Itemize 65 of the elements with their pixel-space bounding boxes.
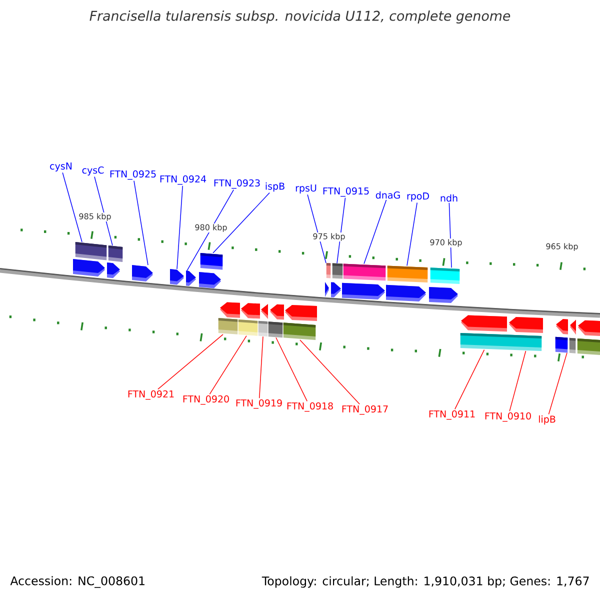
- gene-feature: [268, 304, 284, 338]
- leader-line: [158, 334, 224, 390]
- leader-line: [276, 337, 308, 402]
- footer-text: Topology: circular; Length: 1,910,031 bp; Genes: 1,767: [262, 576, 589, 588]
- gene-label: FTN_0919: [236, 399, 282, 409]
- gene-label: lipB: [538, 415, 556, 425]
- gene-label: ndh: [440, 194, 458, 202]
- leader-line: [186, 189, 234, 272]
- gene-feature: [170, 268, 184, 285]
- gene-feature: [508, 317, 543, 351]
- leader-line: [307, 194, 326, 264]
- leader-line: [134, 180, 148, 266]
- tick-label: 970 kbp: [429, 238, 463, 248]
- title: Francisella tularensis subsp. novicida U112, complete genome: [90, 10, 510, 24]
- gene-feature: [331, 263, 343, 298]
- gene-label: FTN_0925: [110, 170, 156, 180]
- gene-label: FTN_0917: [342, 405, 388, 415]
- leader-line: [454, 349, 485, 410]
- gene-feature: [73, 242, 107, 277]
- gene-label: rpoD: [407, 192, 429, 202]
- gene-label: rpsU: [296, 184, 316, 194]
- gene-label: ispB: [266, 182, 284, 192]
- gene-label: dnaG: [376, 191, 400, 199]
- tick-label: 985 kbp: [78, 212, 112, 222]
- gene-feature: [460, 315, 508, 350]
- gene-feature: [577, 320, 600, 355]
- gene-feature: [569, 320, 576, 354]
- gene-label: cysC: [82, 166, 104, 176]
- leader-line: [209, 335, 247, 395]
- gene-feature: [258, 304, 268, 337]
- gene-label: cysN: [50, 162, 72, 172]
- gene-feature: [218, 302, 240, 334]
- tick-label: 965 kbp: [545, 242, 579, 252]
- leader-line: [62, 172, 82, 242]
- leader-line: [94, 176, 113, 246]
- leader-line: [548, 352, 568, 415]
- gene-feature: [386, 266, 428, 302]
- gene-feature: [132, 265, 153, 282]
- leader-line: [176, 185, 183, 270]
- leader-line: [406, 202, 418, 266]
- leader-line: [509, 350, 526, 412]
- leader-line: [258, 336, 264, 399]
- leader-line: [300, 340, 360, 405]
- tick-label: 980 kbp: [194, 224, 228, 232]
- gene-feature: [283, 304, 317, 340]
- tick-label: 975 kbp: [312, 232, 346, 242]
- gene-feature: [325, 263, 331, 297]
- gene-feature: [555, 319, 568, 353]
- gene-feature: [199, 253, 223, 288]
- gene-label: FTN_0915: [323, 187, 369, 197]
- gene-feature: [107, 245, 123, 278]
- gene-label: FTN_0910: [485, 412, 531, 422]
- gene-label: FTN_0921: [128, 390, 174, 400]
- gene-label: FTN_0920: [183, 395, 229, 405]
- gene-label: FTN_0923: [214, 179, 260, 189]
- gene-label: FTN_0924: [160, 175, 206, 185]
- leader-line: [212, 192, 270, 254]
- gene-label: FTN_0911: [429, 410, 475, 420]
- footer-text: Accession: NC_008601: [10, 576, 144, 588]
- gene-feature: [429, 268, 460, 303]
- gene-feature: [186, 270, 196, 286]
- gene-feature: [238, 303, 260, 336]
- gene-label: FTN_0918: [287, 402, 333, 412]
- leader-line: [364, 200, 387, 264]
- gene-feature: [342, 264, 386, 300]
